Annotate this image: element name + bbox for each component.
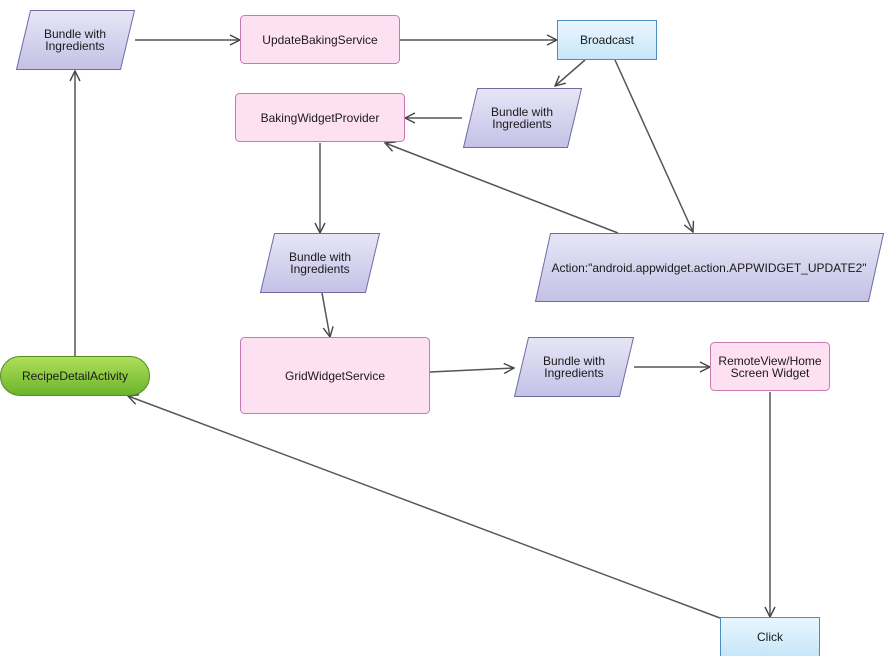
remote-view-widget-box xyxy=(710,342,830,391)
recipe-detail-activity-pill xyxy=(0,356,150,396)
action-widget-update-shape xyxy=(534,233,885,302)
edge-action-to-provider xyxy=(385,143,619,234)
edge-grid-service-to-bundle-bottom xyxy=(429,368,514,372)
edge-bundle-middle-to-grid-service xyxy=(321,292,330,337)
edge-broadcast-to-action xyxy=(614,59,693,232)
edge-click-to-recipe-activity xyxy=(128,396,721,619)
bundle-bottom-shape xyxy=(513,337,635,397)
baking-widget-provider-box xyxy=(235,93,405,142)
bundle-middle-shape xyxy=(259,233,381,293)
grid-widget-service-box xyxy=(240,337,430,414)
edges xyxy=(75,40,770,619)
edge-broadcast-to-bundle-right xyxy=(555,59,586,86)
bundle-top-left-shape xyxy=(15,10,136,70)
bundle-right-shape xyxy=(462,88,583,148)
broadcast-box xyxy=(557,20,657,60)
update-baking-service-box xyxy=(240,15,400,64)
click-box xyxy=(720,617,820,656)
